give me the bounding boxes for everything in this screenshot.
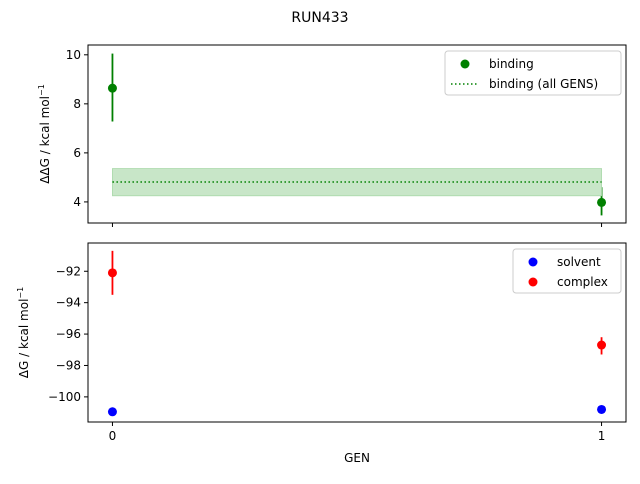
chart-title: RUN433 [291, 10, 348, 26]
legend-label: complex [557, 275, 608, 289]
y-tick-label: 8 [73, 97, 81, 111]
y-tick-label: −100 [48, 390, 81, 404]
legend-label: binding [489, 57, 534, 71]
data-point-complex [597, 340, 607, 350]
data-point-binding [597, 197, 607, 207]
legend-frame [444, 50, 622, 96]
y-tick-label: −96 [56, 327, 81, 341]
legend-marker [528, 257, 538, 267]
y-label-superscript: −1 [37, 84, 46, 96]
data-point-complex [107, 268, 117, 278]
data-point-binding [107, 83, 117, 93]
legend-frame [512, 248, 622, 294]
y-label-superscript: −1 [16, 287, 25, 299]
y-tick-label: −92 [56, 264, 81, 278]
x-axis-label: GEN [344, 451, 370, 465]
legend-label: binding (all GENS) [489, 77, 598, 91]
y-tick-label: −98 [56, 358, 81, 372]
axes-frame [87, 242, 627, 423]
legend-label: solvent [557, 255, 601, 269]
legend: solvent complex [512, 248, 622, 294]
x-tick-label: 1 [598, 429, 606, 443]
legend: binding binding (all GENS) [444, 50, 622, 96]
y-label-text: ΔΔG / kcal mol [38, 96, 52, 184]
legend-marker [528, 277, 538, 287]
x-tick-label: 0 [109, 429, 117, 443]
y-tick-label: 4 [73, 195, 81, 209]
legend-marker [460, 59, 470, 69]
y-axis-label: ΔG / kcal mol−1 [16, 287, 31, 378]
y-label-text: ΔG / kcal mol [17, 299, 31, 379]
y-tick-label: −94 [56, 296, 81, 310]
data-point-solvent [107, 407, 117, 417]
y-axis-label: ΔΔG / kcal mol−1 [37, 84, 52, 184]
axes-frame [87, 44, 627, 224]
panel-1: −100 −98 −96 −94 −92 0 1 ΔG / kcal mol−1 solvent… [16, 242, 627, 443]
data-point-solvent [597, 404, 607, 414]
y-tick-label: 6 [73, 146, 81, 160]
y-tick-label: 10 [66, 48, 81, 62]
